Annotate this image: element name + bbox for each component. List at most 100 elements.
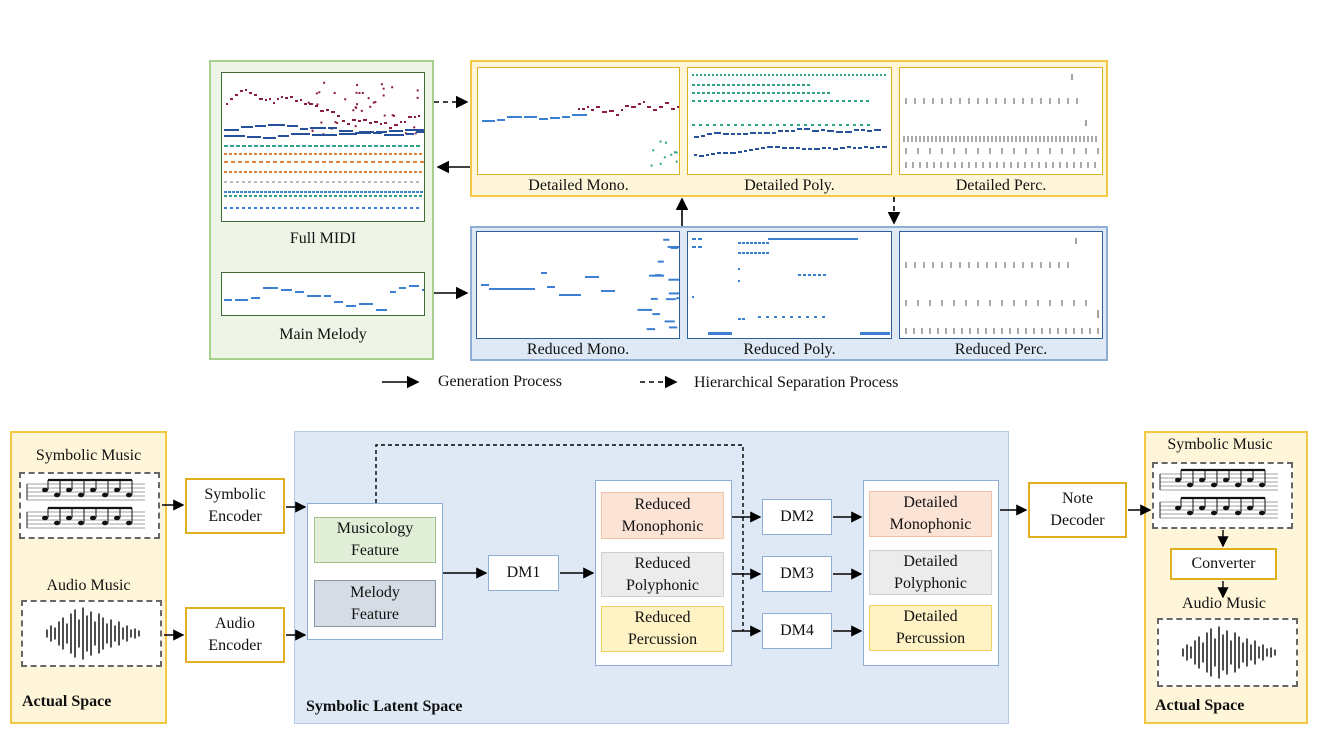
note (374, 101, 377, 104)
note (359, 153, 362, 155)
note (334, 171, 337, 173)
note (602, 111, 607, 113)
note (364, 161, 368, 163)
note (706, 154, 709, 156)
note (854, 129, 859, 131)
note (357, 161, 361, 163)
note (836, 131, 843, 133)
note (670, 153, 673, 156)
note (724, 74, 726, 76)
note (347, 123, 350, 125)
note (867, 124, 870, 126)
note (308, 207, 311, 209)
note (259, 161, 263, 163)
note (812, 100, 815, 102)
latent-space-label: Symbolic Latent Space (306, 698, 463, 715)
note (354, 153, 357, 155)
note (368, 181, 371, 183)
note-head (1187, 510, 1193, 516)
note (268, 191, 271, 193)
note (369, 122, 372, 124)
note (412, 191, 415, 193)
note (230, 181, 233, 183)
note (291, 133, 310, 135)
note (738, 151, 742, 153)
note (727, 84, 730, 86)
note (750, 242, 753, 244)
note (782, 147, 787, 149)
note (408, 116, 412, 118)
note (392, 207, 395, 209)
note (372, 101, 375, 104)
note (224, 145, 228, 147)
note (287, 161, 291, 163)
note (344, 191, 347, 193)
note (384, 134, 404, 136)
note (866, 100, 869, 102)
note (386, 207, 389, 209)
note (746, 252, 749, 254)
note (792, 92, 795, 94)
note (289, 153, 292, 155)
reduced-percussion: Reduced Percussion (601, 606, 724, 652)
note-head (126, 520, 132, 526)
note (742, 252, 745, 254)
note (804, 74, 806, 76)
note (723, 152, 728, 154)
note (876, 146, 880, 148)
note (264, 191, 267, 193)
note (309, 171, 312, 173)
note (840, 74, 842, 76)
note (814, 316, 817, 318)
note (382, 94, 385, 97)
note (272, 207, 275, 209)
note (374, 153, 377, 155)
note (414, 116, 416, 118)
main-melody-roll (221, 272, 425, 316)
note-head (66, 515, 72, 521)
melody-line1: Melody (350, 583, 400, 601)
note (707, 133, 712, 135)
note (780, 74, 782, 76)
note (846, 124, 849, 126)
note-head (90, 487, 96, 493)
note (404, 195, 407, 197)
note (354, 125, 357, 128)
note (812, 130, 819, 132)
note (880, 74, 882, 76)
note (356, 181, 359, 183)
note (344, 181, 347, 183)
note (867, 130, 872, 132)
note (338, 181, 341, 183)
note (734, 124, 737, 126)
note (294, 153, 297, 155)
note (344, 207, 347, 209)
note (278, 135, 289, 137)
note-head (1259, 510, 1265, 516)
note (541, 272, 547, 274)
note (264, 153, 267, 155)
note (235, 94, 238, 96)
note (273, 102, 275, 104)
note (266, 181, 269, 183)
note (356, 207, 359, 209)
note (299, 153, 302, 155)
note (732, 74, 734, 76)
note (326, 207, 329, 209)
note (706, 124, 709, 126)
note (748, 124, 751, 126)
detailed-poly-line1: Detailed (903, 552, 958, 570)
note (758, 100, 761, 102)
note (663, 156, 666, 159)
note (356, 145, 360, 147)
note (392, 161, 396, 163)
note (309, 153, 312, 155)
note (288, 191, 291, 193)
note (278, 207, 281, 209)
note-head (1187, 482, 1193, 488)
note (797, 84, 800, 86)
note (398, 181, 401, 183)
note (738, 268, 740, 270)
note (304, 153, 307, 155)
note-head (1175, 505, 1181, 511)
